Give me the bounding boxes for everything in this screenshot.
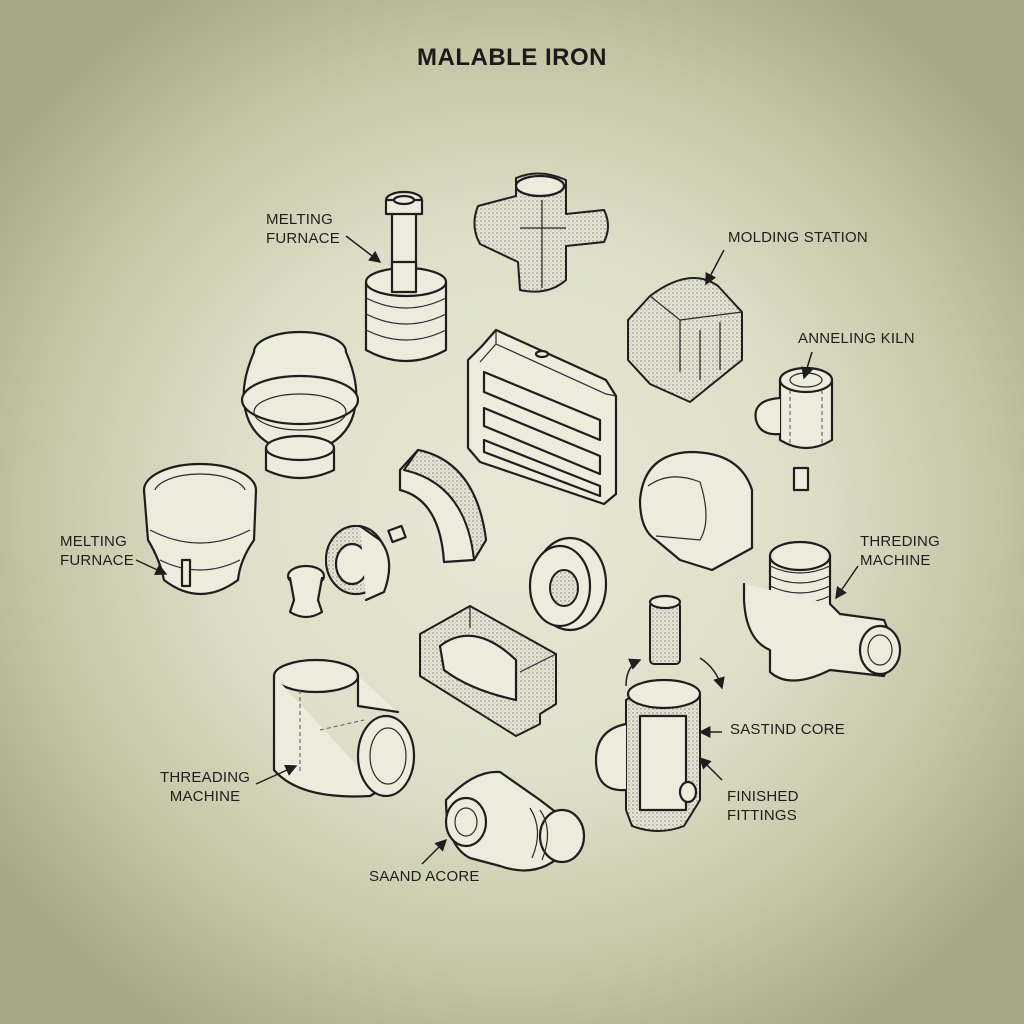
- nut-and-bushing: [286, 524, 407, 619]
- leader-threding-machine: [835, 565, 859, 600]
- flanged-cup: [142, 462, 258, 596]
- mold-cavity: [419, 605, 557, 737]
- disc-ring: [528, 536, 608, 632]
- vertical-pipe-with-rings: [364, 190, 448, 363]
- label-threding-machine-right: THREDING MACHINE: [860, 533, 940, 569]
- slotted-frame: [466, 328, 618, 506]
- leader-molding-station: [705, 249, 725, 286]
- threaded-elbow: [444, 770, 586, 872]
- label-finished-fittings: FINISHED FITTINGS: [727, 788, 799, 824]
- cutaway-tee-with-core: [594, 594, 725, 832]
- label-melting-furnace-left: MELTING FURNACE: [60, 533, 134, 569]
- label-melting-furnace-top: MELTING FURNACE: [266, 211, 340, 247]
- molding-block: [627, 277, 743, 403]
- socket-coupling: [638, 450, 754, 572]
- label-molding-station: MOLDING STATION: [728, 229, 868, 246]
- elbow-large: [272, 658, 416, 798]
- diagram-title: MALABLE IRON: [417, 44, 607, 71]
- leader-saand-acore: [421, 838, 448, 865]
- leader-finished-fittings: [698, 756, 723, 781]
- label-sastind-core: SASTIND CORE: [730, 721, 845, 738]
- label-threading-machine-left: THREADING MACHINE: [160, 769, 251, 805]
- label-saand-acore: SAAND ACORE: [369, 868, 480, 885]
- curved-segment: [398, 448, 488, 564]
- leader-anneling-kiln: [801, 351, 813, 380]
- leader-melting-furnace-top: [345, 235, 382, 263]
- threaded-tee: [742, 540, 902, 682]
- tee-fitting-small: [754, 366, 834, 492]
- cross-fitting: [473, 172, 609, 293]
- leader-melting-furnace-left: [135, 559, 168, 575]
- bell-reducer: [240, 330, 360, 480]
- leader-threading-machine: [255, 764, 298, 785]
- label-anneling-kiln: ANNELING KILN: [798, 330, 915, 347]
